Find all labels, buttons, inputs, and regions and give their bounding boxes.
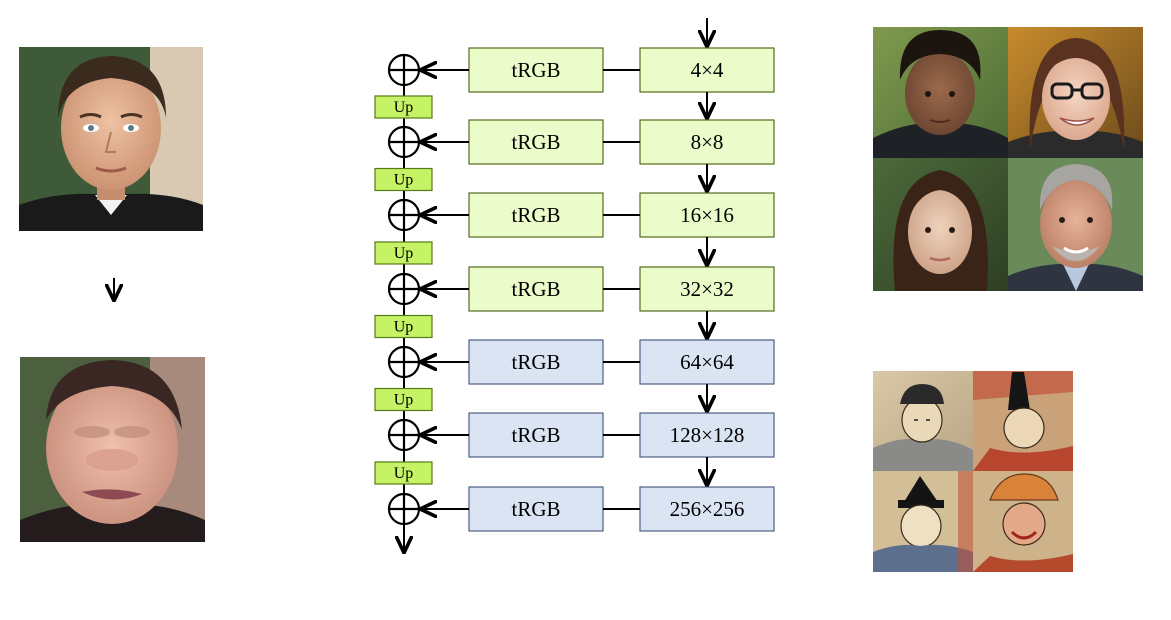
upsample-block: Up xyxy=(374,461,433,485)
resolution-label: 64×64 xyxy=(680,350,734,374)
upsample-block: Up xyxy=(374,387,433,412)
sum-node xyxy=(387,418,421,452)
resolution-block: 8×8 xyxy=(639,119,775,165)
upsample-block-box xyxy=(374,387,433,412)
trgb-block-box xyxy=(468,486,604,532)
trgb-label: tRGB xyxy=(511,203,560,227)
resolution-block: 32×32 xyxy=(639,266,775,312)
sum-node xyxy=(387,198,421,232)
sum-node xyxy=(387,53,421,87)
ukiyoe-face-tile xyxy=(873,371,973,471)
upsample-label: Up xyxy=(394,465,414,482)
trgb-block-box xyxy=(468,339,604,385)
resolution-block: 16×16 xyxy=(639,192,775,238)
trgb-block: tRGB xyxy=(468,339,604,385)
real-face-tile xyxy=(1008,27,1143,158)
trgb-label: tRGB xyxy=(511,58,560,82)
resolution-block: 128×128 xyxy=(639,412,775,458)
trgb-label: tRGB xyxy=(511,350,560,374)
ukiyoe-face-tile xyxy=(973,371,1073,471)
sum-node xyxy=(387,272,421,306)
upsample-block: Up xyxy=(374,95,433,119)
resolution-block-box xyxy=(639,47,775,93)
upsample-block-box xyxy=(374,314,433,339)
resolution-block: 64×64 xyxy=(639,339,775,385)
resolution-block-box xyxy=(639,266,775,312)
upsample-block-box xyxy=(374,461,433,485)
trgb-block: tRGB xyxy=(468,192,604,238)
resolution-label: 4×4 xyxy=(691,58,724,82)
upsample-block-box xyxy=(374,167,433,192)
upsample-block: Up xyxy=(374,241,433,265)
generator-diagram: 4×4 tRGB Up 8×8 tRGB Up 16×16 tRGB Up 32×32 tRGB Up… xyxy=(374,18,775,552)
upsample-label: Up xyxy=(394,99,414,116)
sum-node xyxy=(387,492,421,526)
sum-node xyxy=(387,345,421,379)
real-face-tile xyxy=(1008,158,1143,291)
trgb-label: tRGB xyxy=(511,130,560,154)
upsample-label: Up xyxy=(394,245,414,262)
resolution-block: 256×256 xyxy=(639,486,775,532)
trgb-block: tRGB xyxy=(468,412,604,458)
distorted-face-photo xyxy=(20,357,205,542)
trgb-block: tRGB xyxy=(468,266,604,312)
trgb-block: tRGB xyxy=(468,47,604,93)
real-faces-grid xyxy=(873,27,1143,291)
resolution-label: 32×32 xyxy=(680,277,734,301)
upsample-label: Up xyxy=(394,392,414,409)
real-face-tile xyxy=(873,27,1008,158)
source-face-photo xyxy=(19,47,203,231)
ukiyoe-faces-grid xyxy=(873,371,1073,572)
upsample-label: Up xyxy=(394,319,414,336)
trgb-block: tRGB xyxy=(468,486,604,532)
trgb-label: tRGB xyxy=(511,277,560,301)
ukiyoe-face-tile xyxy=(873,471,973,572)
resolution-block-box xyxy=(639,412,775,458)
sum-node xyxy=(387,125,421,159)
resolution-block-box xyxy=(639,486,775,532)
resolution-label: 8×8 xyxy=(691,130,724,154)
resolution-block-box xyxy=(639,192,775,238)
resolution-label: 16×16 xyxy=(680,203,734,227)
real-face-tile xyxy=(873,158,1008,291)
trgb-label: tRGB xyxy=(511,423,560,447)
trgb-block-box xyxy=(468,119,604,165)
upsample-label: Up xyxy=(394,172,414,189)
resolution-block: 4×4 xyxy=(639,47,775,93)
trgb-block: tRGB xyxy=(468,119,604,165)
upsample-block-box xyxy=(374,241,433,265)
upsample-block-box xyxy=(374,95,433,119)
upsample-block: Up xyxy=(374,314,433,339)
ukiyoe-face-tile xyxy=(973,471,1073,572)
trgb-label: tRGB xyxy=(511,497,560,521)
resolution-label: 128×128 xyxy=(670,423,745,447)
trgb-block-box xyxy=(468,47,604,93)
upsample-block: Up xyxy=(374,167,433,192)
resolution-block-box xyxy=(639,339,775,385)
resolution-label: 256×256 xyxy=(670,497,745,521)
